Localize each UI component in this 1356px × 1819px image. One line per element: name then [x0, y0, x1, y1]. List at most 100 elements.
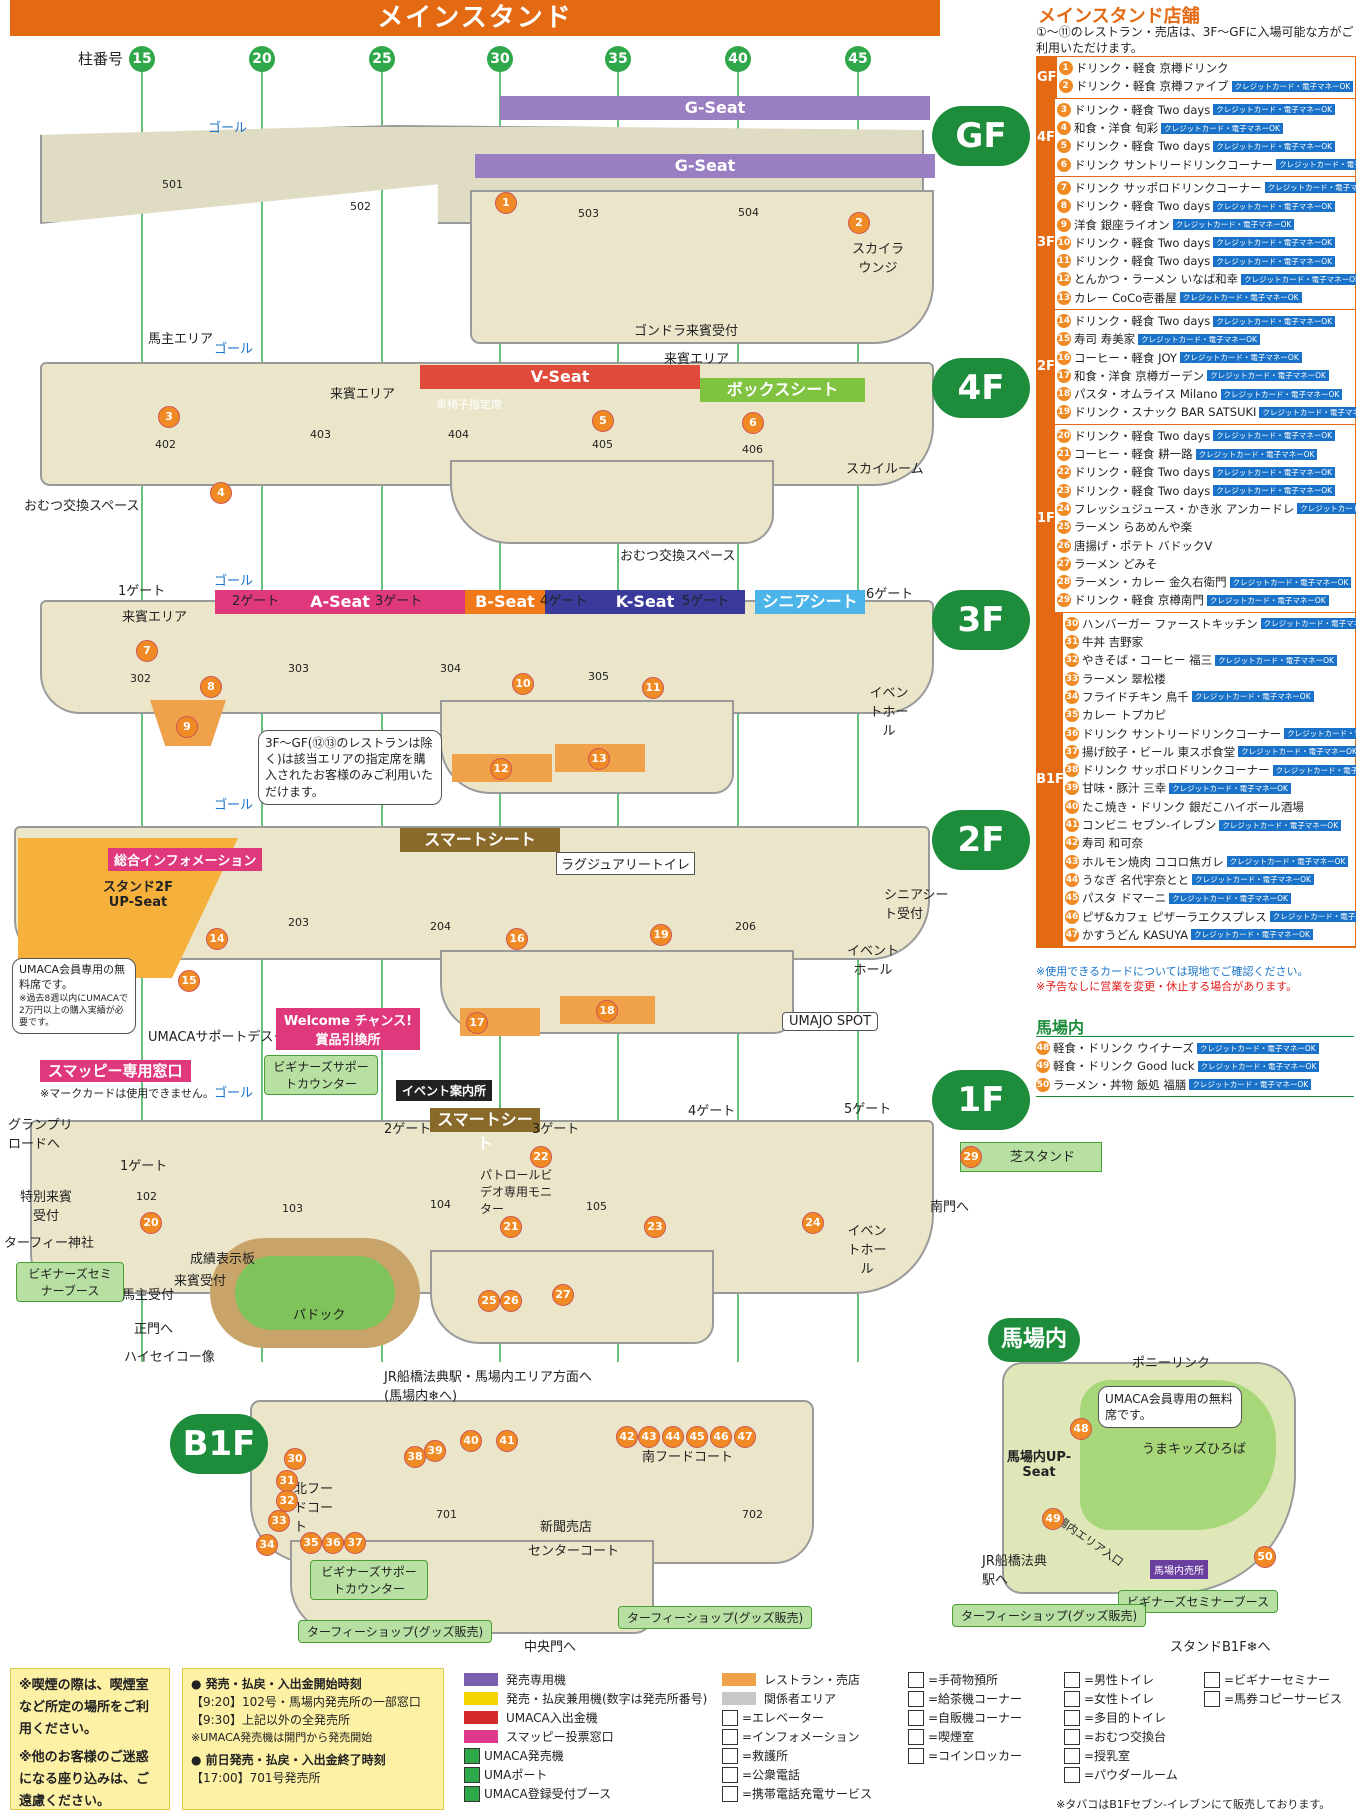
- shop-marker-37[interactable]: 37: [344, 1532, 366, 1554]
- shop-marker-6[interactable]: 6: [742, 412, 764, 434]
- credit-card-ok-badge: クレジットカード・電子マネーOK: [1284, 728, 1356, 740]
- turfy-shop-track[interactable]: ターフィーショップ(グッズ販売): [952, 1604, 1147, 1627]
- main-gate-label[interactable]: 正門へ: [134, 1322, 174, 1337]
- pillar-30: 30: [487, 46, 513, 72]
- shop-marker-15[interactable]: 15: [178, 970, 200, 992]
- shop-marker-44[interactable]: 44: [662, 1426, 684, 1448]
- shop-marker-39[interactable]: 39: [424, 1440, 446, 1462]
- shop-group-floor-label: 3F: [1037, 176, 1055, 309]
- south-gate-label[interactable]: 南門へ: [930, 1200, 970, 1215]
- shop-name: たこ焼き・ドリンク 銀だこハイボール酒場: [1082, 799, 1304, 814]
- hours-line-4: 【17:00】701号発売所: [191, 1771, 321, 1785]
- shop-marker-32[interactable]: 32: [276, 1490, 298, 1512]
- jr-station-direction-label[interactable]: JR船橋法典駅・馬場内エリア方面へ(馬場内❄へ): [384, 1370, 592, 1404]
- shop-marker-7[interactable]: 7: [136, 640, 158, 662]
- turfy-shop-b1f-b[interactable]: ターフィーショップ(グッズ販売): [618, 1606, 813, 1629]
- shop-marker-49[interactable]: 49: [1042, 1508, 1064, 1530]
- shop-marker-29[interactable]: 29: [960, 1146, 982, 1168]
- jr-station-label-track[interactable]: JR船橋法典駅へ: [982, 1554, 1047, 1588]
- box-seat-band: ボックスシート: [700, 378, 865, 402]
- umaca-free-seat-text: UMACA会員専用の無料席です。: [19, 963, 126, 991]
- shop-marker-12[interactable]: 12: [490, 758, 512, 780]
- shop-number-badge: 35: [1065, 708, 1079, 723]
- shop-marker-8[interactable]: 8: [200, 676, 222, 698]
- shop-marker-30[interactable]: 30: [284, 1448, 306, 1470]
- stand-b1f-direction-label[interactable]: スタンドB1F❄へ: [1170, 1640, 1271, 1655]
- shop-marker-11[interactable]: 11: [642, 677, 664, 699]
- shop-marker-14[interactable]: 14: [206, 928, 228, 950]
- goal-label-gf: ゴール: [208, 121, 248, 136]
- legend-item-toilet-2: =多目的トイレ: [1064, 1708, 1178, 1727]
- room-204: 204: [430, 920, 451, 933]
- shop-marker-23[interactable]: 23: [644, 1216, 666, 1238]
- shop-marker-3[interactable]: 3: [158, 406, 180, 428]
- shop-marker-48[interactable]: 48: [1070, 1418, 1092, 1440]
- shop-marker-47[interactable]: 47: [734, 1426, 756, 1448]
- shop-panel-notes: ※使用できるカードについては現地でご確認ください。 ※予告なしに営業を変更・休止…: [1036, 964, 1308, 994]
- shop-marker-5[interactable]: 5: [592, 410, 614, 432]
- shop-marker-25[interactable]: 25: [478, 1290, 500, 1312]
- shop-marker-36[interactable]: 36: [322, 1532, 344, 1554]
- central-gate-label[interactable]: 中央門へ: [524, 1640, 577, 1655]
- shop-marker-38[interactable]: 38: [404, 1446, 426, 1468]
- shop-marker-21[interactable]: 21: [500, 1216, 522, 1238]
- event-info-label: イベント案内所: [396, 1080, 493, 1101]
- shop-marker-43[interactable]: 43: [638, 1426, 660, 1448]
- room-303: 303: [288, 662, 309, 675]
- umajo-spot-label[interactable]: UMAJO SPOT: [782, 1012, 879, 1031]
- shop-marker-27[interactable]: 27: [552, 1284, 574, 1306]
- shop-marker-50[interactable]: 50: [1254, 1546, 1276, 1568]
- shop-number-badge: 9: [1056, 217, 1071, 232]
- shop-marker-13[interactable]: 13: [588, 748, 610, 770]
- shop-marker-19[interactable]: 19: [650, 924, 672, 946]
- shop-marker-20[interactable]: 20: [140, 1212, 162, 1234]
- shop-marker-26[interactable]: 26: [500, 1290, 522, 1312]
- shop-number-badge: 39: [1065, 781, 1079, 796]
- shop-marker-35[interactable]: 35: [300, 1532, 322, 1554]
- shop-marker-16[interactable]: 16: [506, 928, 528, 950]
- shop-marker-18[interactable]: 18: [596, 1000, 618, 1022]
- shop-marker-24[interactable]: 24: [802, 1212, 824, 1234]
- shop-number-badge: 20: [1056, 428, 1071, 443]
- tobacco-note: ※タバコはB1Fセブン-イレブンにて販売しております。: [1056, 1798, 1331, 1811]
- shop-number-badge: 27: [1056, 556, 1071, 571]
- shop-marker-4[interactable]: 4: [210, 482, 232, 504]
- shop-marker-10[interactable]: 10: [512, 673, 534, 695]
- shop-marker-33[interactable]: 33: [268, 1510, 290, 1532]
- shop-marker-40[interactable]: 40: [460, 1430, 482, 1452]
- shop-marker-34[interactable]: 34: [256, 1534, 278, 1556]
- shop-marker-9[interactable]: 9: [176, 716, 198, 738]
- legend-column-services: =手荷物預所=給茶機コーナー=自販機コーナー=喫煙室=コインロッカー: [908, 1670, 1022, 1765]
- shop-marker-22[interactable]: 22: [530, 1146, 552, 1168]
- grand-prix-road-label[interactable]: グランプリロードへ: [8, 1118, 73, 1152]
- shop-number-badge: 33: [1065, 671, 1079, 686]
- shop-marker-46[interactable]: 46: [710, 1426, 732, 1448]
- room-302: 302: [130, 672, 151, 685]
- shop-marker-31[interactable]: 31: [276, 1470, 298, 1492]
- legend-text: =おむつ交換台: [1084, 1730, 1167, 1744]
- shop-marker-45[interactable]: 45: [686, 1426, 708, 1448]
- shop-marker-1[interactable]: 1: [495, 192, 517, 214]
- shop-name: 寿司 和可奈: [1082, 836, 1144, 851]
- shop-number-badge: 41: [1065, 818, 1079, 833]
- shop-marker-41[interactable]: 41: [496, 1430, 518, 1452]
- shop-marker-42[interactable]: 42: [616, 1426, 638, 1448]
- shop-marker-17[interactable]: 17: [466, 1012, 488, 1034]
- legend-swatch: [464, 1747, 480, 1764]
- floor-b1f-lower: [290, 1540, 654, 1634]
- umaca-free-seat-callout-2f: UMACA会員専用の無料席です。 ※過去8週以内にUMACAで2万円以上の購入実…: [12, 958, 136, 1035]
- shop-name: ハンバーガー ファーストキッチン: [1082, 616, 1258, 631]
- room-305: 305: [588, 670, 609, 683]
- legend-item-machine-1: 発売・払戻兼用機(数字は発売所番号): [464, 1689, 707, 1708]
- legend-swatch: [908, 1728, 924, 1745]
- turfy-shop-b1f-a[interactable]: ターフィーショップ(グッズ販売): [298, 1620, 493, 1643]
- shop-marker-2[interactable]: 2: [848, 212, 870, 234]
- shop-name: ドリンク・軽食 Two days: [1073, 428, 1211, 443]
